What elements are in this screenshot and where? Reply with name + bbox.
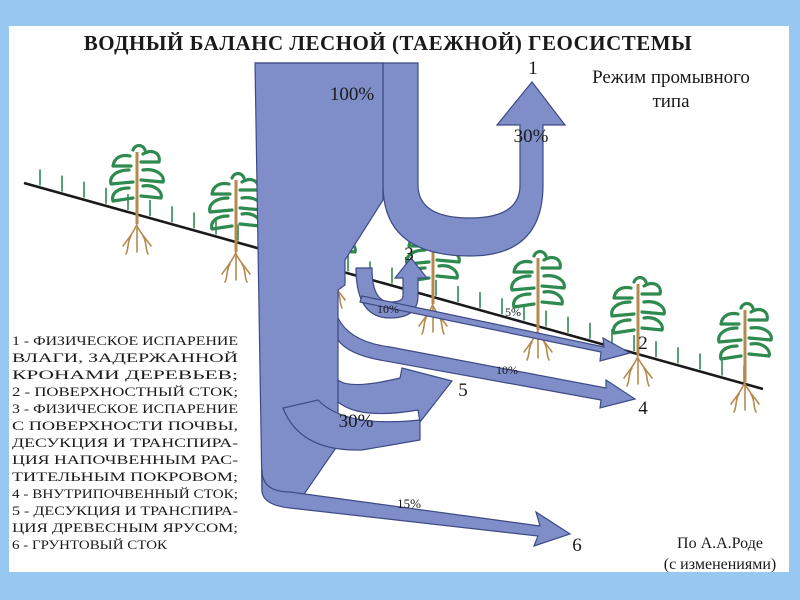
flow-number-6: 6 [572,535,582,556]
legend-line: КРОНАМИ ДЕРЕВЬЕВ; [12,368,238,382]
flow-lower-lobe [282,399,421,451]
flow-number-3: 3 [404,244,414,265]
label-crown-30: 30% [514,126,549,147]
flow-arrow-4-subsoil-runoff [337,317,637,409]
page-title: ВОДНЫЙ БАЛАНС ЛЕСНОЙ (ТАЕЖНОЙ) ГЕОСИСТЕМ… [84,31,692,55]
legend-line: ТИТЕЛЬНЫМ ПОКРОВОМ; [12,470,238,484]
flow-arrows [254,62,637,547]
flow-number-2: 2 [638,333,648,354]
regime-line-1: Режим промывного [592,67,750,88]
legend-line: 6 - ГРУНТОВЫЙ СТОК [12,538,168,552]
credit-note: (с изменениями) [664,556,776,573]
legend-line: 4 - ВНУТРИПОЧВЕННЫЙ СТОК; [12,487,238,501]
legend-line: 2 - ПОВЕРХНОСТНЫЙ СТОК; [12,385,238,399]
legend-line: 1 - ФИЗИЧЕСКОЕ ИСПАРЕНИЕ [12,334,238,348]
regime-line-2: типа [652,91,690,112]
flow-arrow-6-groundwater-runoff [261,469,572,547]
legend-line: 3 - ФИЗИЧЕСКОЕ ИСПАРЕНИЕ [12,402,238,416]
legend-line: С ПОВЕРХНОСТИ ПОЧВЫ, [12,419,238,433]
flow-number-4: 4 [638,398,648,419]
legend-line: ЦИЯ ДРЕВЕСНЫМ ЯРУСОМ; [12,521,238,535]
flow-arrow-2-surface-runoff [359,295,632,362]
label-groundwater-15: 15% [397,496,421,511]
label-surface-5: 5% [505,305,521,319]
label-input-100: 100% [330,84,375,105]
ground-surface-line [23,181,764,391]
flow-number-1: 1 [528,58,538,79]
legend-line: ДЕСУКЦИЯ И ТРАНСПИРА- [12,436,238,450]
credit-author: По А.А.Роде [677,535,763,552]
legend: 1 - ФИЗИЧЕСКОЕ ИСПАРЕНИЕ ВЛАГИ, ЗАДЕРЖАН… [12,334,238,552]
legend-line: 5 - ДЕСУКЦИЯ И ТРАНСПИРА- [12,504,238,518]
legend-line: ЦИЯ НАПОЧВЕННЫМ РАС- [12,453,238,467]
label-subsoil-10: 10% [496,363,518,377]
label-transpiration-30: 30% [339,411,374,432]
flow-arrow-1-crown-evaporation [255,62,567,257]
flow-number-5: 5 [458,380,468,401]
label-soil-10: 10% [377,302,399,316]
legend-line: ВЛАГИ, ЗАДЕРЖАННОЙ [12,351,238,365]
